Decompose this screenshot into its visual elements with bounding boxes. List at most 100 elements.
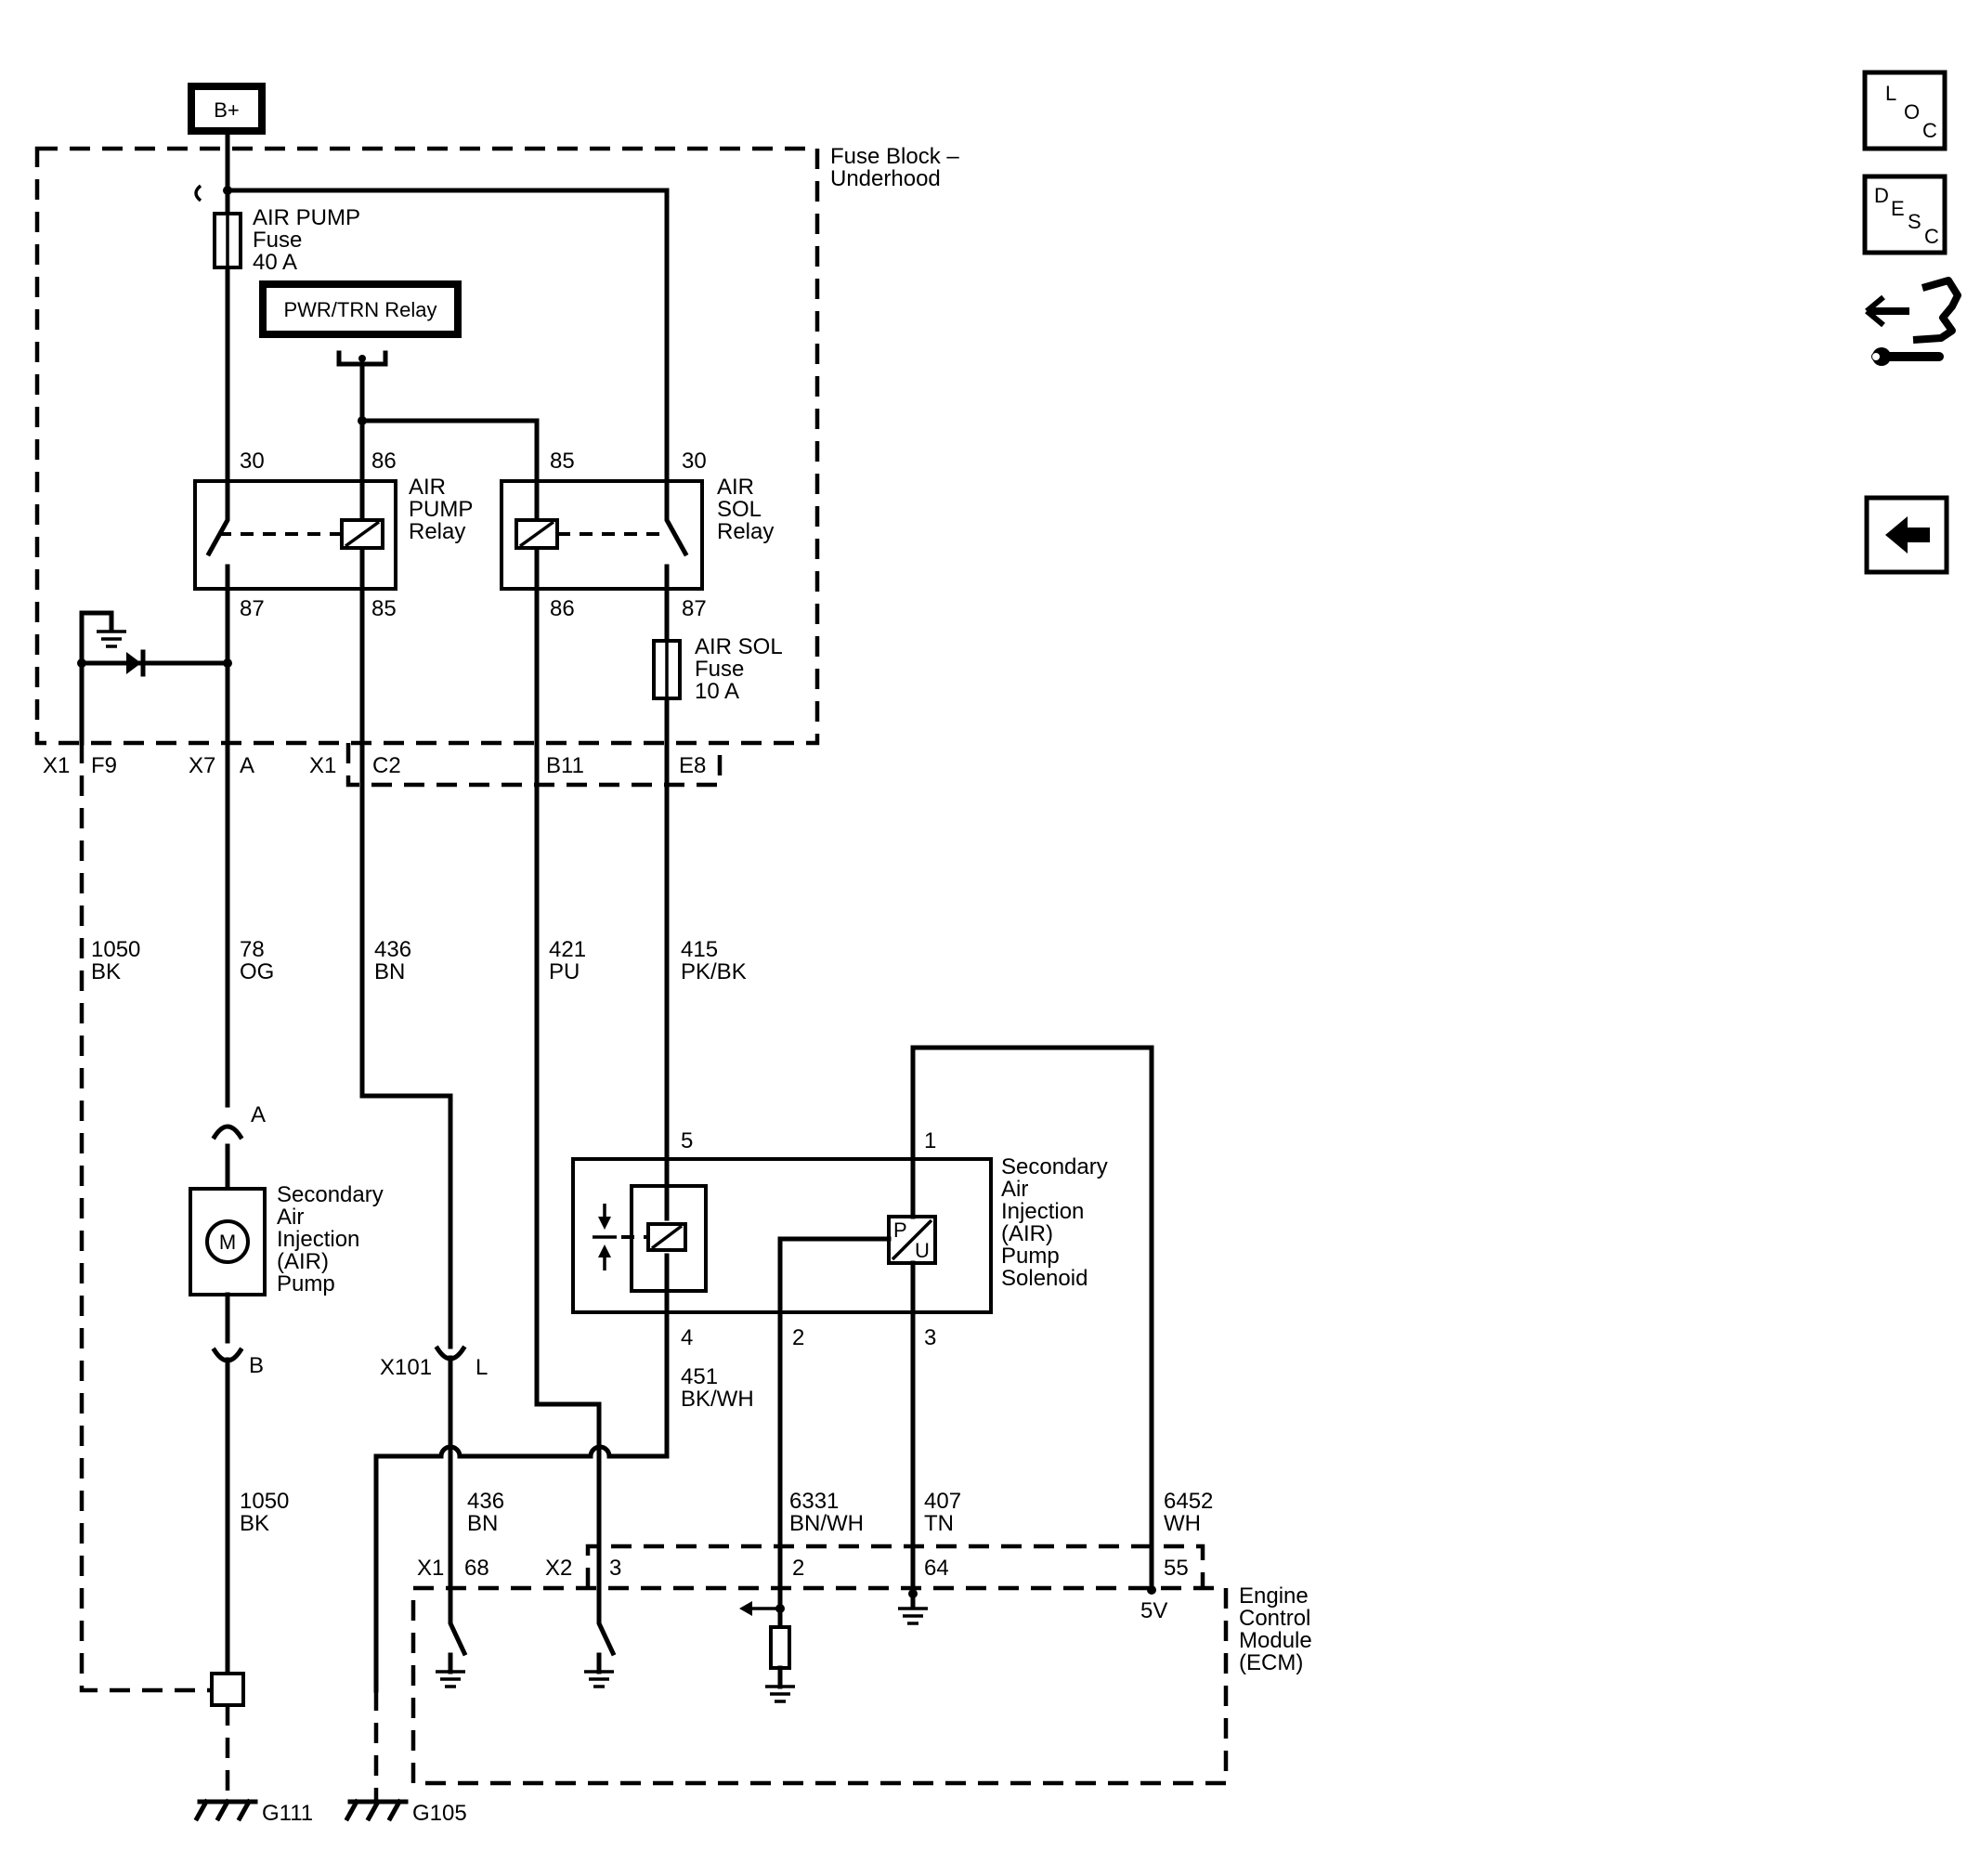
arrow-left-icon [1885, 516, 1930, 554]
wire-421-color: PU [549, 959, 580, 984]
air-pump-label-5: Pump [277, 1271, 335, 1296]
ecm-pin-64: 64 [924, 1556, 949, 1581]
air-pump-relay-pin-30: 30 [240, 449, 265, 474]
air-sol-relay-label-2: SOL [717, 497, 762, 522]
ecm-x1: X1 [417, 1556, 444, 1581]
solenoid-label-2: Air [1001, 1177, 1028, 1202]
ecm-5v: 5V [1140, 1598, 1167, 1623]
fuse-block-connector-labels: X1 F9 X7 A X1 C2 B11 E8 [43, 753, 706, 778]
air-sol-relay-label-3: Relay [717, 519, 774, 544]
wire-451-color: BK/WH [681, 1387, 754, 1412]
wire-421-num: 421 [549, 937, 586, 962]
loc-letter-l: L [1885, 82, 1896, 105]
air-pump-relay: 30 86 87 85 AIR PUMP Relay [193, 449, 473, 621]
solenoid-pin-5: 5 [681, 1128, 693, 1153]
ecm-label-2: Control [1239, 1606, 1310, 1631]
air-pump-label-4: (AIR) [277, 1249, 329, 1274]
description-button[interactable]: D E S C [1862, 174, 1947, 255]
air-pump-relay-label-3: Relay [409, 519, 465, 544]
ecm-label-4: (ECM) [1239, 1650, 1303, 1675]
air-sol-fuse-label-3: 10 A [695, 679, 739, 704]
conn-label-b11: B11 [546, 753, 584, 778]
back-button[interactable] [1864, 495, 1949, 575]
conn-label-c2: C2 [372, 753, 401, 778]
solenoid-label-3: Injection [1001, 1199, 1084, 1224]
wire-436a-color: BN [374, 959, 405, 984]
fuse-block-title-line2: Underhood [830, 166, 941, 191]
ecm-pin-55: 55 [1164, 1556, 1189, 1581]
air-pump-motor-label: M [219, 1231, 236, 1254]
diode-circuit [77, 586, 232, 1108]
wire-1050b-color: BK [240, 1511, 269, 1536]
wire-415-color: PK/BK [681, 959, 747, 984]
wire-78-color: OG [240, 959, 274, 984]
x101-pin-l: L [475, 1355, 488, 1380]
x101-label: X101 [380, 1355, 432, 1380]
wire-407-color: TN [924, 1511, 954, 1536]
connector-x1-box [345, 743, 723, 788]
wire-415-num: 415 [681, 937, 718, 962]
wire-6331-color: BN/WH [789, 1511, 864, 1536]
conn-label-a: A [240, 753, 254, 778]
air-pump-relay-pin-87: 87 [240, 596, 265, 621]
desc-letter-c: C [1924, 225, 1939, 248]
engine-control-module: Engine Control Module (ECM) X1 68 X2 3 2… [410, 1544, 1312, 1786]
wire-436b-num: 436 [467, 1489, 504, 1514]
air-pump-fuse-label-2: Fuse [253, 228, 302, 253]
ecm-pin-3: 3 [609, 1556, 621, 1581]
conn-label-e8: E8 [679, 753, 706, 778]
wire-labels-upper: 1050 BK 78 OG 436 BN 421 PU 415 PK/BK [91, 937, 747, 984]
solenoid-sensor-p: P [893, 1218, 907, 1242]
wire-labels-pump: 1050 BK [240, 1489, 289, 1536]
pwr-trn-relay-label: PWR/TRN Relay [283, 298, 436, 321]
solenoid-label-4: (AIR) [1001, 1221, 1053, 1246]
solenoid-label-6: Solenoid [1001, 1266, 1088, 1291]
air-pump-label-2: Air [277, 1205, 304, 1230]
wire-436a-num: 436 [374, 937, 411, 962]
air-sol-relay: 85 30 86 87 AIR SOL Relay [500, 449, 774, 621]
wire-407-num: 407 [924, 1489, 961, 1514]
battery-positive-label: B+ [214, 98, 240, 122]
desc-letter-e: E [1891, 197, 1905, 220]
air-pump: M A B Secondary Air Injection (AIR) Pump [189, 1102, 384, 1693]
air-pump-label-3: Injection [277, 1227, 359, 1252]
air-sol-fuse: AIR SOL Fuse 10 A [652, 586, 783, 788]
wire-1050a-num: 1050 [91, 937, 140, 962]
ecm-pin-2: 2 [792, 1556, 804, 1581]
air-pump-fuse-label-3: 40 A [253, 250, 297, 275]
air-sol-relay-pin-30: 30 [682, 449, 707, 474]
air-pump-relay-label-1: AIR [409, 475, 446, 500]
ground-g105-label: G105 [412, 1801, 467, 1826]
battery-positive: B+ [188, 83, 266, 135]
desc-letter-s: S [1908, 210, 1921, 233]
wire-78-num: 78 [240, 937, 265, 962]
ecm-label-1: Engine [1239, 1583, 1309, 1609]
ground-g111: G111 [193, 1672, 313, 1826]
air-pump-fuse: AIR PUMP Fuse 40 A [213, 205, 360, 275]
wire-labels-lower: 436 BN 451 BK/WH 6331 BN/WH 407 TN 6452 … [467, 1364, 1213, 1536]
desc-letter-d: D [1874, 184, 1889, 207]
location-button[interactable]: L O C [1862, 70, 1947, 151]
air-pump-pin-a: A [251, 1102, 266, 1127]
air-pump-relay-label-2: PUMP [409, 497, 473, 522]
solenoid-label-1: Secondary [1001, 1154, 1108, 1179]
air-pump-relay-pin-86: 86 [371, 449, 397, 474]
air-sol-fuse-label-2: Fuse [695, 657, 744, 682]
air-pump-label-1: Secondary [277, 1182, 384, 1207]
solenoid-pin-4: 4 [681, 1325, 693, 1350]
connector-wrench-icon [1865, 277, 1961, 366]
air-sol-relay-pin-85: 85 [550, 449, 575, 474]
conn-label-x1b: X1 [309, 753, 336, 778]
connector-end-view-button[interactable] [1865, 277, 1961, 366]
air-sol-relay-label-1: AIR [717, 475, 754, 500]
wire-6452-num: 6452 [1164, 1489, 1213, 1514]
solenoid-pin-3: 3 [924, 1325, 936, 1350]
wire-6452-color: WH [1164, 1511, 1201, 1536]
fuse-block-title-line1: Fuse Block – [830, 144, 959, 169]
air-sol-relay-pin-86: 86 [550, 596, 575, 621]
air-sol-fuse-label-1: AIR SOL [695, 634, 783, 659]
conn-label-f9: F9 [91, 753, 117, 778]
ground-g105: G105 [344, 1798, 467, 1826]
solenoid-sensor-u: U [915, 1239, 930, 1262]
